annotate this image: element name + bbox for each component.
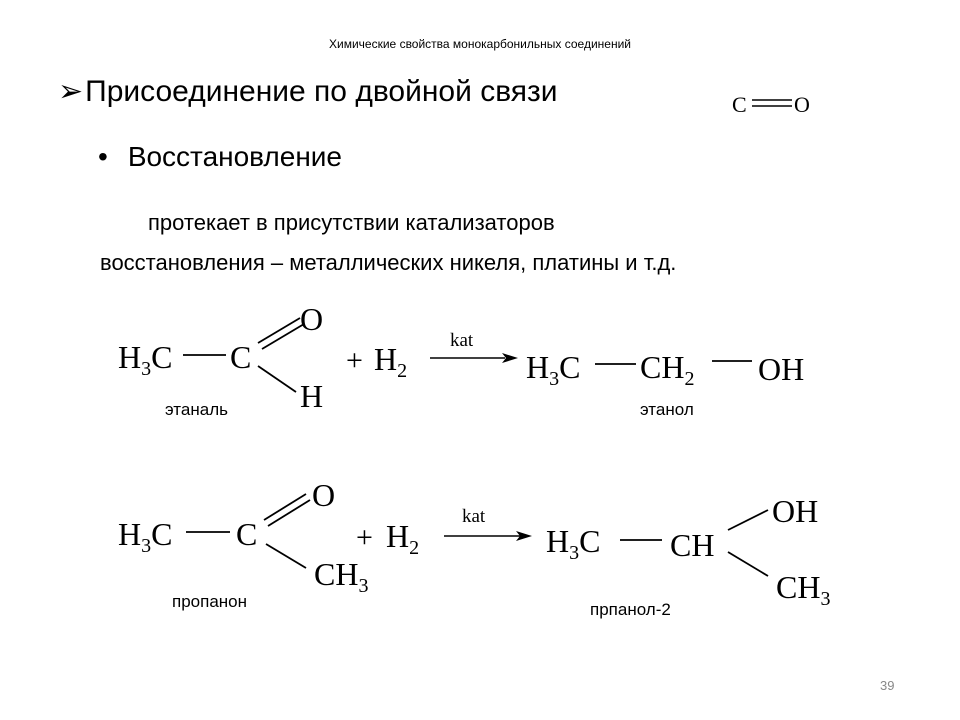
caption-propanone: пропанон <box>172 592 248 611</box>
p1-methyl: H3C <box>526 349 580 390</box>
r1-hydrogen-gas: H2 <box>374 341 407 382</box>
r1-arrow-head-icon <box>502 353 518 363</box>
p1-methylene: CH2 <box>640 349 694 390</box>
carbonyl-c: C <box>732 92 747 117</box>
paragraph-line-1: протекает в присутствии катализаторов <box>148 210 555 235</box>
r2-oxygen: O <box>312 477 335 513</box>
r1-catalyst: kat <box>450 330 474 351</box>
caption-ethanol: этанол <box>640 400 694 419</box>
reaction-2: H3C C O CH3 + H2 kat H3C CH OH CH3 <box>118 477 830 610</box>
caption-ethanal: этаналь <box>165 400 228 419</box>
slide-header: Химические свойства монокарбонильных сое… <box>329 37 631 51</box>
paragraph-line-2: восстановления – металлических никеля, п… <box>100 250 677 275</box>
r2-bond-co-a <box>263 493 307 521</box>
r2-plus: + <box>356 521 373 554</box>
bullet-addition: ➢Присоединение по двойной связи <box>58 74 558 110</box>
r2-bond-cch3 <box>265 543 307 569</box>
r2-bond-co-b <box>267 499 311 527</box>
dot-bullet-icon: • <box>98 141 108 172</box>
p1-hydroxyl: OH <box>758 351 804 387</box>
p2-bond-coh <box>727 509 769 531</box>
r2-methyl-2: CH3 <box>314 556 368 597</box>
bullet-reduction-text: Восстановление <box>127 141 342 172</box>
r2-arrow-head-icon <box>516 531 532 541</box>
p2-methyl: H3C <box>546 523 600 564</box>
r1-carbonyl-carbon: C <box>230 339 251 375</box>
r2-methyl: H3C <box>118 516 172 557</box>
r2-catalyst: kat <box>462 506 486 527</box>
bullet-addition-text: Присоединение по двойной связи <box>85 75 558 108</box>
r1-hydrogen: H <box>300 378 323 414</box>
caption-propanol-2: прпанол-2 <box>590 600 671 619</box>
r1-bond-co-b <box>261 323 305 350</box>
r1-bond-ch <box>257 365 297 393</box>
p2-bond-cch3 <box>727 551 769 577</box>
p2-methine: CH <box>670 527 714 563</box>
r2-hydrogen-gas: H2 <box>386 518 419 559</box>
carbonyl-group: C O <box>732 92 810 117</box>
page-number: 39 <box>880 678 895 693</box>
r2-carbonyl-carbon: C <box>236 516 257 552</box>
arrow-bullet-icon: ➢ <box>58 75 84 108</box>
r1-oxygen: O <box>300 301 323 337</box>
bullet-reduction: • Восстановление <box>98 140 342 174</box>
carbonyl-o: O <box>794 92 810 117</box>
r1-plus: + <box>346 344 363 377</box>
p2-methyl-2: CH3 <box>776 569 830 610</box>
r1-bond-co-a <box>257 317 301 344</box>
p2-hydroxyl: OH <box>772 493 818 529</box>
r1-methyl: H3C <box>118 339 172 380</box>
reaction-1: H3C C O H + H2 kat H3C CH2 OH <box>118 301 804 414</box>
